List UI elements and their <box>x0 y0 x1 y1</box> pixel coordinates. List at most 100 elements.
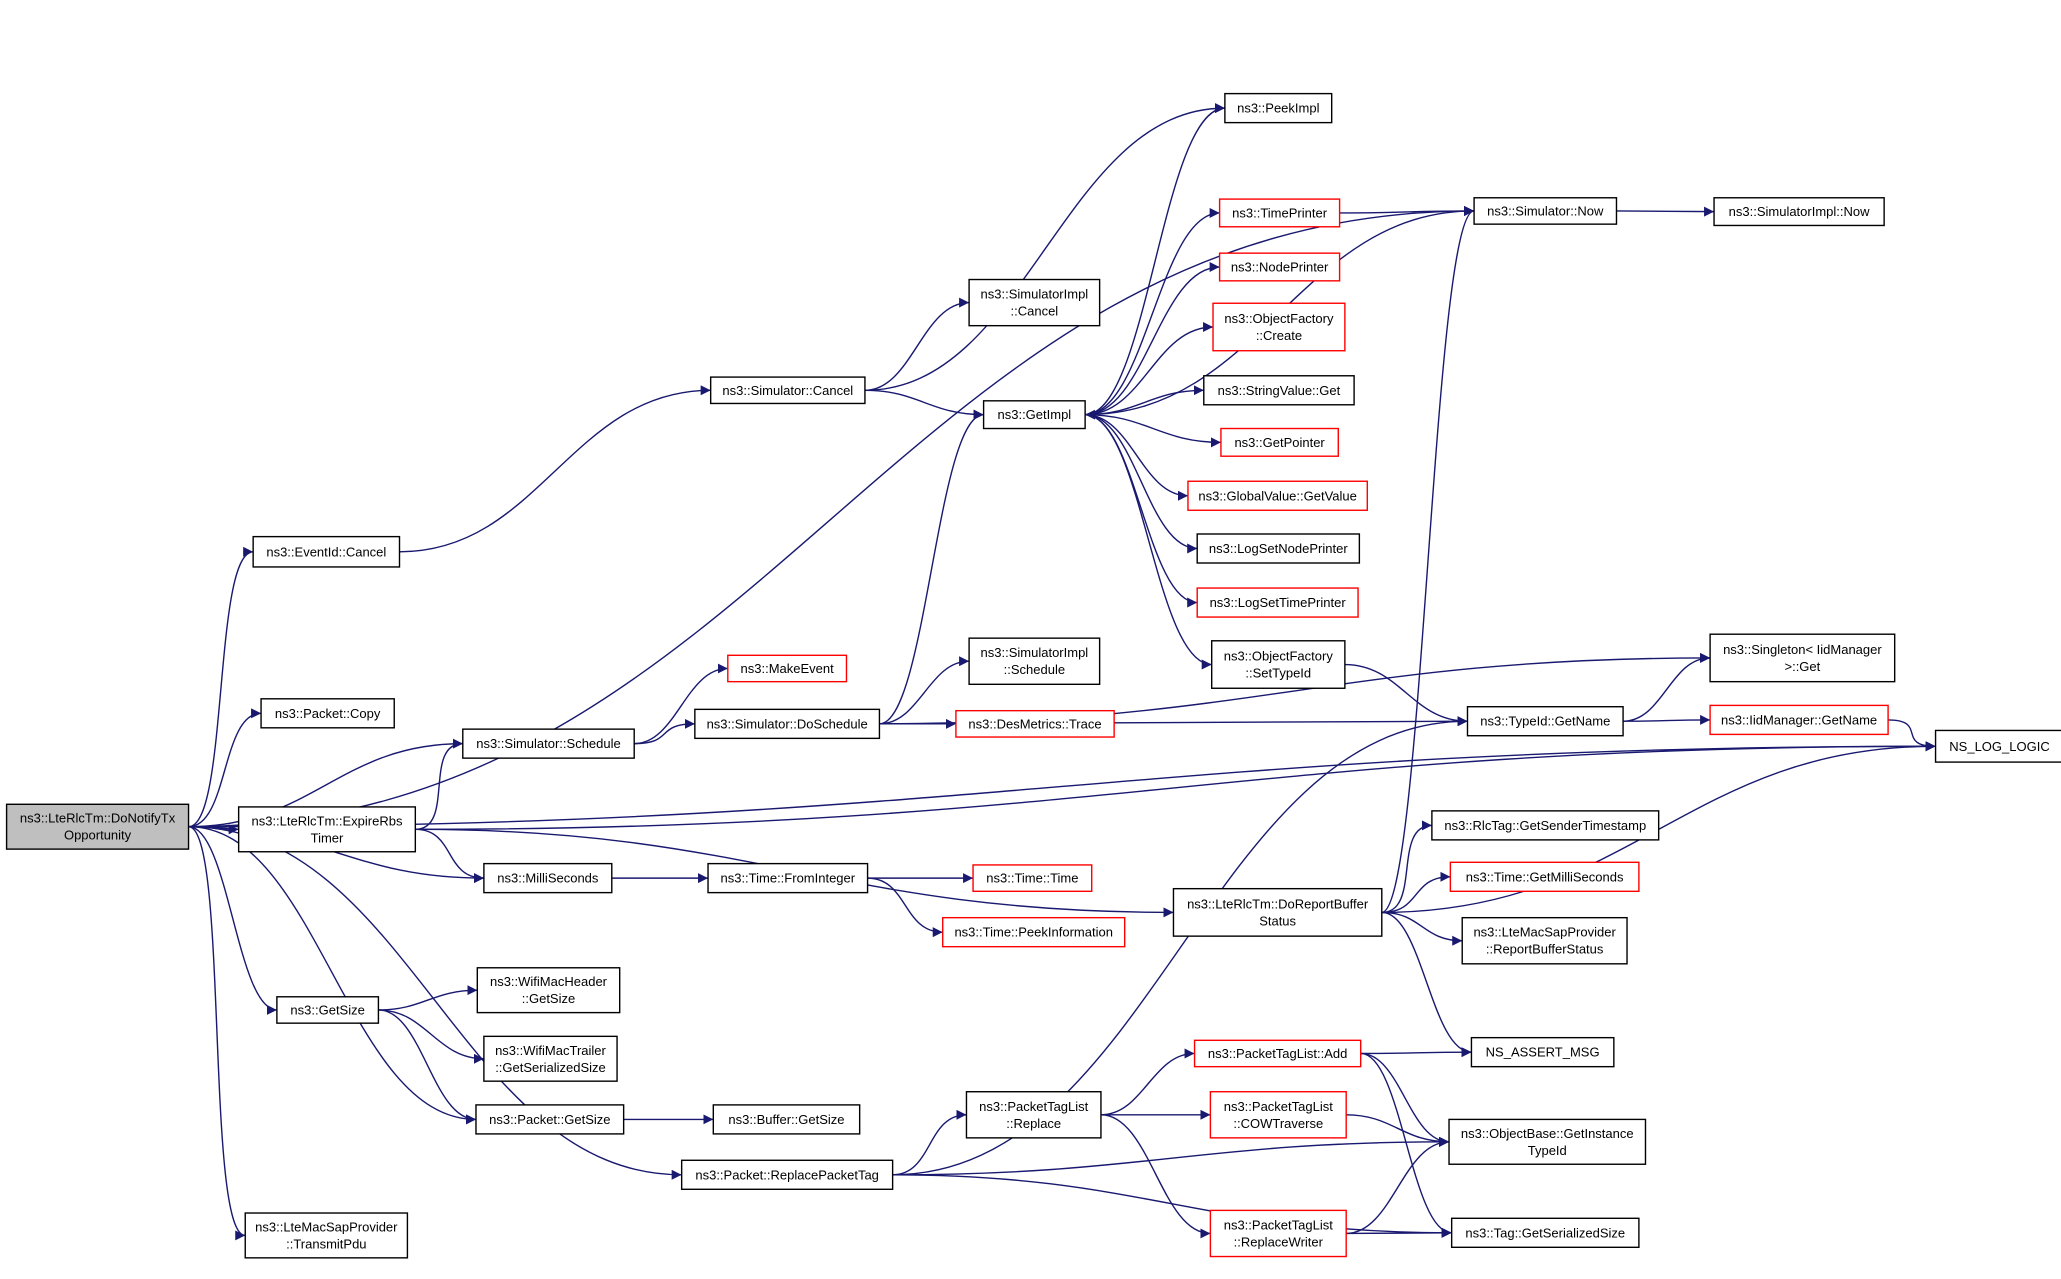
edge-arrow <box>1346 1114 1450 1147</box>
node-tag-getser[interactable]: ns3::Tag::GetSerializedSize <box>1450 1217 1640 1249</box>
node-label: ns3::SimulatorImpl::Now <box>1729 204 1870 219</box>
node-gv-getvalue[interactable]: ns3::GlobalValue::GetValue <box>1187 480 1368 511</box>
node-box <box>694 708 881 740</box>
node-label: ::GetSize <box>522 991 575 1006</box>
node-time-time[interactable]: ns3::Time::Time <box>972 864 1093 893</box>
edge-arrow <box>1085 413 1212 670</box>
node-ptl-add[interactable]: ns3::PacketTagList::Add <box>1193 1039 1362 1068</box>
node-ptl-replace[interactable]: ns3::PacketTagList::Replace <box>965 1091 1102 1139</box>
node-label: ns3::PeekImpl <box>1237 101 1319 116</box>
node-nodeprinter[interactable]: ns3::NodePrinter <box>1218 252 1341 282</box>
node-sim-now[interactable]: ns3::Simulator::Now <box>1473 197 1618 225</box>
node-box <box>1473 197 1618 225</box>
edge-getimpl-to-nodeprinter <box>1085 262 1220 416</box>
node-time-frominteger[interactable]: ns3::Time::FromInteger <box>707 862 869 894</box>
node-label: ns3::PacketTagList <box>1224 1099 1334 1114</box>
node-iid-getname[interactable]: ns3::IidManager::GetName <box>1709 704 1889 736</box>
edge-arrow <box>188 826 246 1241</box>
node-sim-schedule[interactable]: ns3::Simulator::Schedule <box>462 728 635 759</box>
node-label: ns3::Time::GetMilliSeconds <box>1466 869 1624 884</box>
node-box <box>727 654 848 683</box>
node-ns-log-logic[interactable]: NS_LOG_LOGIC <box>1934 729 2061 763</box>
node-label: ns3::Simulator::Schedule <box>476 736 621 751</box>
node-ptl-replacewriter[interactable]: ns3::PacketTagList::ReplaceWriter <box>1209 1209 1347 1258</box>
node-box <box>680 1159 894 1190</box>
edge-expire-rbs-to-milliseconds <box>415 828 484 884</box>
node-label: ns3::LteRlcTm::DoNotifyTx <box>20 811 176 826</box>
node-peekimpl[interactable]: ns3::PeekImpl <box>1224 92 1333 124</box>
node-box <box>1934 729 2061 763</box>
node-report-buffer-status[interactable]: ns3::LteMacSapProvider::ReportBufferStat… <box>1461 916 1628 965</box>
edge-ptl-replace-to-ptl-replacewriter <box>1100 1114 1211 1239</box>
node-logsettimeprinter[interactable]: ns3::LogSetTimePrinter <box>1196 587 1359 618</box>
node-label: ns3::Tag::GetSerializedSize <box>1465 1225 1625 1240</box>
node-logsetnodeprinter[interactable]: ns3::LogSetNodePrinter <box>1196 533 1361 564</box>
node-time-peekinfo[interactable]: ns3::Time::PeekInformation <box>942 916 1126 948</box>
node-packet-copy[interactable]: ns3::Packet::Copy <box>260 698 395 729</box>
edge-arrow <box>892 1109 967 1176</box>
node-getimpl[interactable]: ns3::GetImpl <box>982 400 1086 430</box>
node-simimpl-now[interactable]: ns3::SimulatorImpl::Now <box>1713 197 1885 227</box>
node-wifimacheader[interactable]: ns3::WifiMacHeader::GetSize <box>476 967 621 1014</box>
node-make-event[interactable]: ns3::MakeEvent <box>727 654 848 683</box>
node-box <box>1449 861 1640 893</box>
node-stringvalue-get[interactable]: ns3::StringValue::Get <box>1203 375 1355 406</box>
node-transmit-pdu[interactable]: ns3::LteMacSapProvider::TransmitPdu <box>244 1212 409 1259</box>
node-label: ns3::LteRlcTm::DoReportBuffer <box>1187 896 1369 911</box>
node-simimpl-cancel[interactable]: ns3::SimulatorImpl::Cancel <box>968 278 1101 327</box>
node-label: ::SetTypeId <box>1245 666 1311 681</box>
node-label: NS_LOG_LOGIC <box>1949 739 2049 754</box>
node-buffer-getsize[interactable]: ns3::Buffer::GetSize <box>712 1104 861 1135</box>
node-ns-assert-msg[interactable]: NS_ASSERT_MSG <box>1470 1036 1615 1068</box>
edge-arrow <box>415 741 1936 831</box>
node-getsize[interactable]: ns3::GetSize <box>276 996 380 1024</box>
edge-getimpl-to-getpointer <box>1085 413 1221 448</box>
node-sim-doschedule[interactable]: ns3::Simulator::DoSchedule <box>694 708 881 740</box>
edge-arrow <box>1623 714 1711 725</box>
node-typeid-getname[interactable]: ns3::TypeId::GetName <box>1466 706 1624 737</box>
edge-ptl-add-to-ns-assert-msg <box>1360 1047 1472 1058</box>
edge-arrow <box>1360 1052 1450 1147</box>
edge-arrow <box>879 409 984 725</box>
node-wifimactrailer[interactable]: ns3::WifiMacTrailer::GetSerializedSize <box>483 1035 618 1082</box>
node-replace-packet-tag[interactable]: ns3::Packet::ReplacePacketTag <box>680 1159 894 1190</box>
node-box <box>1709 704 1889 736</box>
node-packet-getsize[interactable]: ns3::Packet::GetSize <box>475 1104 625 1135</box>
node-getpointer[interactable]: ns3::GetPointer <box>1220 427 1339 457</box>
node-box <box>965 1091 1102 1139</box>
node-box <box>1450 1217 1640 1249</box>
node-box <box>1211 640 1346 689</box>
node-box <box>955 709 1115 738</box>
node-timeprinter[interactable]: ns3::TimePrinter <box>1218 198 1341 228</box>
node-of-create[interactable]: ns3::ObjectFactory::Create <box>1212 302 1346 352</box>
edge-root-to-transmit-pdu <box>188 826 246 1241</box>
edge-arrow <box>864 103 1225 391</box>
edge-getimpl-to-peekimpl <box>1085 103 1225 416</box>
node-box <box>1193 1039 1362 1068</box>
node-box <box>1470 1036 1615 1068</box>
node-of-settypeid[interactable]: ns3::ObjectFactory::SetTypeId <box>1211 640 1346 689</box>
node-time-getms[interactable]: ns3::Time::GetMilliSeconds <box>1449 861 1640 893</box>
node-rlctag[interactable]: ns3::RlcTag::GetSenderTimestamp <box>1431 810 1660 841</box>
edge-eventid-cancel-to-sim-cancel <box>399 385 711 553</box>
node-desmetrics-trace[interactable]: ns3::DesMetrics::Trace <box>955 709 1115 738</box>
edge-getimpl-to-of-settypeid <box>1085 413 1212 670</box>
edge-arrow <box>1344 663 1468 727</box>
node-milliseconds[interactable]: ns3::MilliSeconds <box>483 862 613 894</box>
edge-arrow <box>399 385 711 553</box>
node-ptl-cow[interactable]: ns3::PacketTagList::COWTraverse <box>1209 1091 1347 1139</box>
node-eventid-cancel[interactable]: ns3::EventId::Cancel <box>252 535 401 568</box>
node-simimpl-schedule[interactable]: ns3::SimulatorImpl::Schedule <box>968 637 1101 686</box>
edge-typeid-getname-to-iid-getname <box>1623 714 1711 725</box>
node-sim-cancel[interactable]: ns3::Simulator::Cancel <box>709 376 866 405</box>
node-label: ::ReportBufferStatus <box>1486 942 1604 957</box>
edge-arrow <box>188 826 476 1125</box>
node-box <box>1187 480 1368 511</box>
node-singleton-get[interactable]: ns3::Singleton< IidManager >::Get <box>1709 633 1896 683</box>
node-box <box>260 698 395 729</box>
